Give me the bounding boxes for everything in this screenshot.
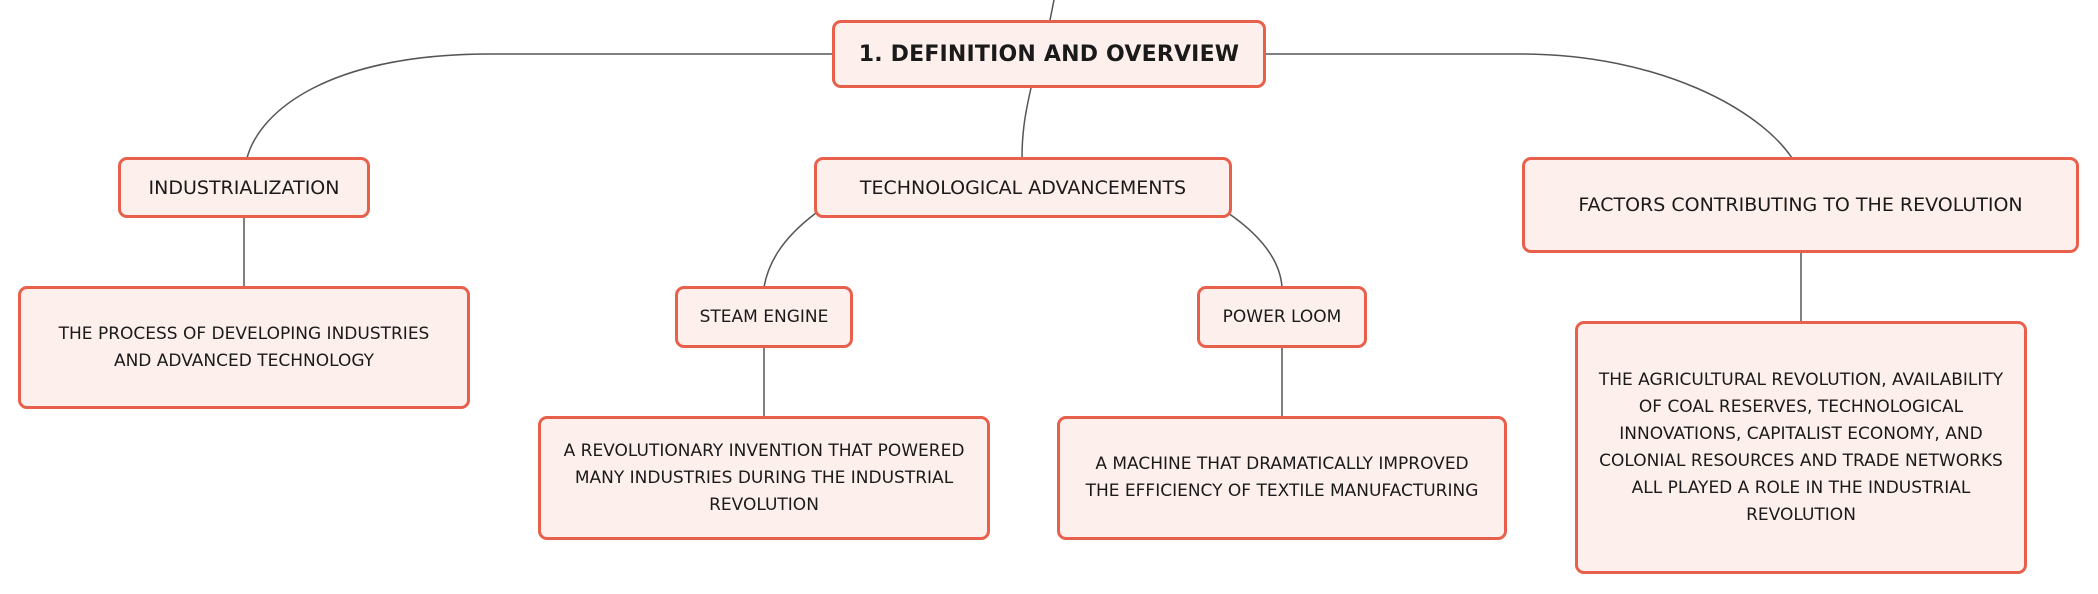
node-steam-engine-description[interactable]: A REVOLUTIONARY INVENTION THAT POWERED M… xyxy=(538,416,990,540)
edge-root-parent xyxy=(1049,0,1055,21)
node-technological-advancements-label: TECHNOLOGICAL ADVANCEMENTS xyxy=(859,176,1187,199)
node-industrialization[interactable]: INDUSTRIALIZATION xyxy=(118,157,370,218)
node-power-loom-description[interactable]: A MACHINE THAT DRAMATICALLY IMPROVED THE… xyxy=(1057,416,1507,540)
edge-root-technological xyxy=(1021,87,1032,159)
root-label: 1. DEFINITION AND OVERVIEW xyxy=(858,41,1240,67)
node-industrialization-label: INDUSTRIALIZATION xyxy=(148,176,340,199)
node-factors-contributing[interactable]: FACTORS CONTRIBUTING TO THE REVOLUTION xyxy=(1522,157,2079,253)
node-power-loom-description-text: A MACHINE THAT DRAMATICALLY IMPROVED THE… xyxy=(1085,454,1479,501)
node-power-loom-label: POWER LOOM xyxy=(1222,307,1342,327)
node-steam-engine-label: STEAM ENGINE xyxy=(699,307,829,327)
node-factors-contributing-description[interactable]: THE AGRICULTURAL REVOLUTION, AVAILABILIT… xyxy=(1575,321,2027,574)
root-node[interactable]: 1. DEFINITION AND OVERVIEW xyxy=(832,20,1266,88)
edge-technological-loom xyxy=(1227,212,1283,288)
node-industrialization-description[interactable]: THE PROCESS OF DEVELOPING INDUSTRIES AND… xyxy=(18,286,470,409)
node-steam-engine[interactable]: STEAM ENGINE xyxy=(675,286,853,348)
edge-root-industrialization xyxy=(246,53,832,159)
node-technological-advancements[interactable]: TECHNOLOGICAL ADVANCEMENTS xyxy=(814,157,1232,218)
node-power-loom[interactable]: POWER LOOM xyxy=(1197,286,1367,348)
edge-technological-steam xyxy=(763,212,817,288)
node-steam-engine-description-text: A REVOLUTIONARY INVENTION THAT POWERED M… xyxy=(563,440,965,515)
node-factors-contributing-label: FACTORS CONTRIBUTING TO THE REVOLUTION xyxy=(1578,194,2023,216)
node-factors-contributing-description-text: THE AGRICULTURAL REVOLUTION, AVAILABILIT… xyxy=(1598,369,2004,525)
edge-root-factors xyxy=(1266,53,1793,159)
node-industrialization-description-text: THE PROCESS OF DEVELOPING INDUSTRIES AND… xyxy=(58,323,430,371)
